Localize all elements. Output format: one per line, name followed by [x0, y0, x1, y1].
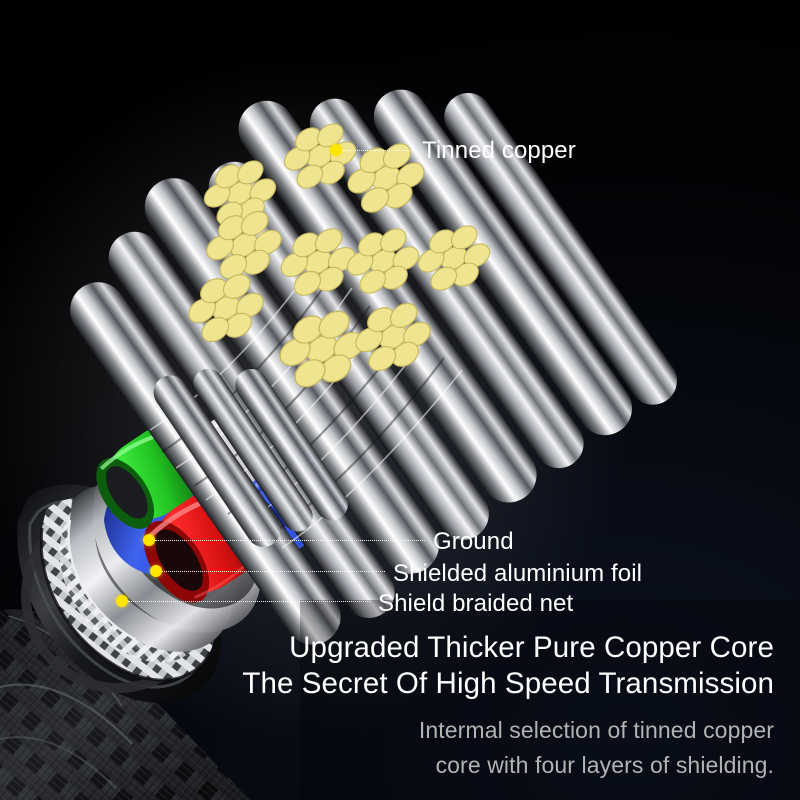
- callout-anchor-dot: [143, 534, 155, 546]
- headline: Upgraded Thicker Pure Copper Core The Se…: [0, 630, 774, 702]
- subheadline: Intermal selection of tinned copper core…: [0, 713, 774, 783]
- callout-leader-line: [162, 571, 385, 572]
- callout-label-tinned-copper: Tinned copper: [422, 137, 576, 164]
- callout-anchor-dot: [330, 144, 342, 156]
- headline-line-1: Upgraded Thicker Pure Copper Core: [289, 631, 774, 664]
- callout-anchor-dot: [150, 565, 162, 577]
- nylon-jacket-artwork: [0, 609, 250, 800]
- headline-line-2: The Secret Of High Speed Transmission: [242, 667, 774, 700]
- callout-leader-line: [128, 601, 370, 602]
- subheadline-line-2: core with four layers of shielding.: [435, 752, 774, 778]
- callout-anchor-dot: [116, 595, 128, 607]
- copper-strands-artwork: [70, 89, 677, 645]
- callout-label-aluminium-foil: Shielded aluminium foil: [393, 560, 643, 587]
- callout-label-ground: Ground: [433, 528, 514, 555]
- callout-leader-line: [342, 150, 414, 151]
- subheadline-line-1: Intermal selection of tinned copper: [418, 717, 774, 743]
- callout-leader-line: [155, 540, 425, 541]
- callout-label-braided-net: Shield braided net: [378, 590, 574, 617]
